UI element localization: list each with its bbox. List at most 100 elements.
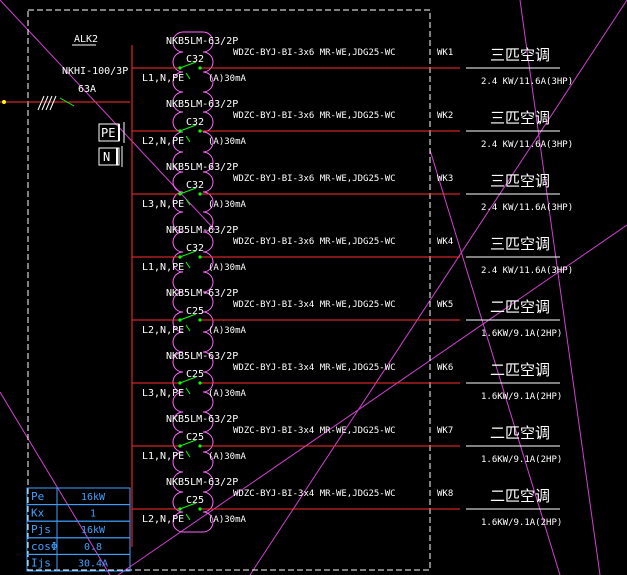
breaker-model: NKB5LM-63/2P [166,36,238,47]
switch-terminal [198,318,202,322]
cable-spec: WDZC-BYJ-BI-3x4 MR-WE,JDG25-WC [233,300,396,310]
breaker-rating: C25 [186,432,204,443]
breaker-rating: C32 [186,180,204,191]
switch-terminal [198,192,202,196]
load-name: 三匹空调 [490,172,550,190]
summary-value: 30.4A [78,558,108,569]
load-name: 二匹空调 [490,487,550,505]
n-bus-box: N [98,146,123,167]
breaker-rating: C32 [186,117,204,128]
load-power: 1.6KW/9.1A(2HP) [481,329,562,339]
switch-contact [179,61,197,69]
rcd-mark [185,261,191,269]
rcd-mark [185,450,191,458]
load-power: 2.4 KW/11.6A(3HP) [481,77,573,87]
breaker-model: NKB5LM-63/2P [166,99,238,110]
summary-value-cell [56,553,131,572]
switch-terminal [198,507,202,511]
breaker-model: NKB5LM-63/2P [166,162,238,173]
load-power: 1.6KW/9.1A(2HP) [481,455,562,465]
summary-key: Ijs [31,556,51,569]
switch-terminal [198,66,202,70]
phase-label: L1,N,PE [142,451,184,462]
circuit-row: NKB5LM-63/2PC32L2,N,PE(A)30mAWDZC-BYJ-BI… [132,99,573,150]
n-label: N [103,150,110,164]
circuit-id: WK3 [437,174,453,184]
load-name: 二匹空调 [490,424,550,442]
circuit-id: WK1 [437,48,453,58]
summary-value: 16kW [81,525,106,536]
switch-terminal [178,129,182,133]
summary-value: 1 [90,509,96,520]
switch-terminal [178,507,182,511]
circuit-id: WK5 [437,300,453,310]
summary-value: 16kW [81,492,106,503]
breaker-model: NKB5LM-63/2P [166,351,238,362]
guide-line [429,149,561,575]
switch-contact [179,124,197,132]
cable-spec: WDZC-BYJ-BI-3x6 MR-WE,JDG25-WC [233,111,396,121]
switch-contact [179,250,197,258]
breaker-model: NKB5LM-63/2P [166,477,238,488]
rcd-mark [185,198,191,206]
switch-terminal [178,318,182,322]
main-switch-label: NKHI-100/3P [62,66,128,77]
pe-bus-box: PE [98,122,125,143]
cable-spec: WDZC-BYJ-BI-3x4 MR-WE,JDG25-WC [233,489,396,499]
breaker-model: NKB5LM-63/2P [166,288,238,299]
guide-line [249,0,627,575]
guide-line [117,224,627,575]
load-name: 三匹空调 [490,109,550,127]
load-name: 二匹空调 [490,361,550,379]
circuit-row: NKB5LM-63/2PC25L2,N,PE(A)30mAWDZC-BYJ-BI… [132,477,562,528]
summary-key: Pe [31,490,44,503]
guide-line [519,0,601,575]
load-power: 1.6KW/9.1A(2HP) [481,518,562,528]
phase-label: L1,N,PE [142,262,184,273]
load-power: 2.4 KW/11.6A(3HP) [481,203,573,213]
circuit-row: NKB5LM-63/2PC32L3,N,PE(A)30mAWDZC-BYJ-BI… [132,162,573,213]
load-power: 2.4 KW/11.6A(3HP) [481,140,573,150]
rcd-mark [185,135,191,143]
switch-contact [179,439,197,447]
circuit-row: NKB5LM-63/2PC25L2,N,PE(A)30mAWDZC-BYJ-BI… [132,288,562,339]
breaker-rating: C25 [186,369,204,380]
circuit-group: NKB5LM-63/2PC32L1,N,PE(A)30mAWDZC-BYJ-BI… [132,31,573,533]
load-name: 三匹空调 [490,235,550,253]
circuit-row: NKB5LM-63/2PC32L1,N,PE(A)30mAWDZC-BYJ-BI… [132,225,573,276]
breaker-rating: C25 [186,306,204,317]
breaker-rating: C32 [186,54,204,65]
switch-terminal [178,192,182,196]
load-power: 2.4 KW/11.6A(3HP) [481,266,573,276]
breaker-rating: C32 [186,243,204,254]
breaker-rating: C25 [186,495,204,506]
switch-terminal [198,129,202,133]
panel-name: ALK2 [74,34,98,45]
phase-label: L3,N,PE [142,199,184,210]
main-current-label: 63A [78,84,96,95]
rcd-label: (A)30mA [208,452,247,462]
circuit-id: WK2 [437,111,453,121]
rcd-label: (A)30mA [208,389,247,399]
circuit-row: NKB5LM-63/2PC25L1,N,PE(A)30mAWDZC-BYJ-BI… [132,414,562,465]
phase-label: L2,N,PE [142,325,184,336]
switch-contact [179,502,197,510]
switch-terminal [178,255,182,259]
rcd-label: (A)30mA [208,515,247,525]
incoming-supply [0,95,130,111]
cable-spec: WDZC-BYJ-BI-3x4 MR-WE,JDG25-WC [233,363,396,373]
load-name: 二匹空调 [490,298,550,316]
rcd-label: (A)30mA [208,263,247,273]
rcd-mark [185,72,191,80]
phase-label: L3,N,PE [142,388,184,399]
panel-enclosure [27,9,431,571]
switch-terminal [178,444,182,448]
circuit-id: WK4 [437,237,453,247]
rcd-mark [185,513,191,521]
pe-label: PE [101,126,115,140]
summary-key: Kx [31,507,45,520]
